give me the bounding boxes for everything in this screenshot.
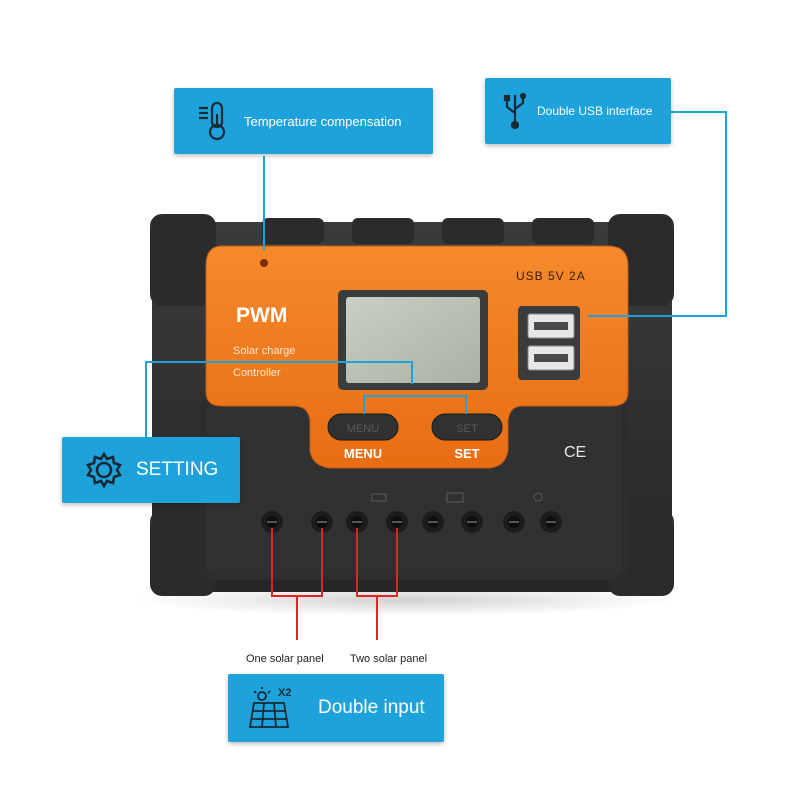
terminal-4 [386,511,408,533]
terminal-5 [422,511,444,533]
subtitle-line-1: Solar charge [233,345,295,357]
gear-icon [78,450,130,490]
setting-callout: SETTING [62,437,240,503]
set-button-label: SET [456,423,478,435]
terminal-2 [311,511,333,533]
double-input-label: Double input [318,697,425,718]
two-solar-panel-label: Two solar panel [350,653,428,665]
terminal-1 [261,511,283,533]
set-caption: SET [454,446,479,461]
temperature-sensor [260,259,268,267]
setting-label: SETTING [136,459,219,480]
one-solar-panel-label: One solar panel [246,653,324,665]
temperature-compensation-label: Temperature compensation [244,113,402,129]
terminal-7 [503,511,525,533]
terminal-block [261,511,562,533]
temperature-compensation-callout: Temperature compensation [174,88,433,154]
terminal-symbols [371,492,543,503]
terminal-6 [461,511,483,533]
terminal-3 [346,511,368,533]
callout-connectors [145,111,727,437]
usb-rating-label: USB 5V 2A [516,269,586,283]
menu-caption: MENU [344,446,382,461]
double-input-callout: X2 Double input [228,674,444,742]
menu-button-label: MENU [347,423,379,435]
solar-wiring [271,528,398,640]
subtitle-line-2: Controller [233,367,281,379]
solar-panel-icon: X2 [242,685,304,731]
brand-label: PWM [236,304,287,327]
x2-badge: X2 [278,687,292,699]
terminal-8 [540,511,562,533]
ce-mark: CE [564,444,586,461]
usb-icon [497,91,533,131]
double-usb-label: Double USB interface [537,104,653,118]
thermometer-icon [188,100,238,142]
double-usb-callout: Double USB interface [485,78,671,144]
